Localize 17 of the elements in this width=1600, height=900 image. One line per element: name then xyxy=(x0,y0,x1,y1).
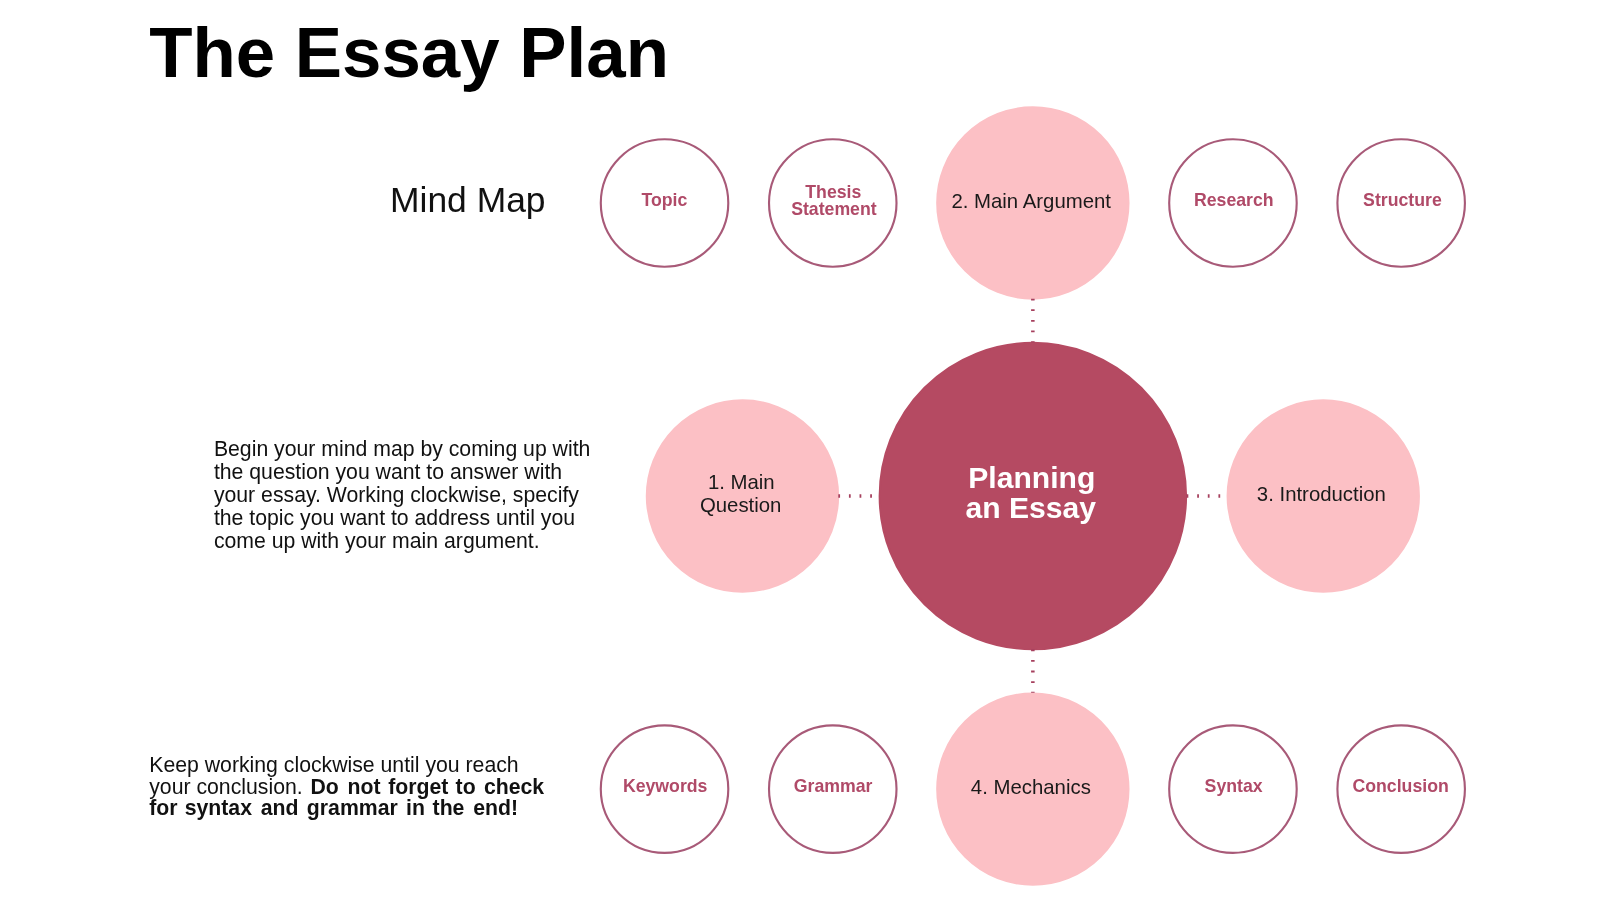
node-circle: Thesis Statement xyxy=(767,138,898,268)
node-circle: Syntax xyxy=(1168,724,1298,854)
node-circle: 1. Main Question xyxy=(645,399,840,593)
node-circle: Keywords xyxy=(599,724,730,854)
node-circle: Conclusion xyxy=(1336,724,1466,854)
node-circle: Planning an Essay xyxy=(878,341,1188,651)
label: Begin your mind map by coming up with the question you want to answer with your essay. Working clockwise, specify the topic you want to address until you come up with your main argument. xyxy=(213,436,591,553)
diagram-title: The Essay Plan xyxy=(149,13,669,93)
node-circle: Topic xyxy=(599,138,730,268)
node-circle: 4. Mechanics xyxy=(936,692,1130,886)
node-circle: 3. Introduction xyxy=(1226,399,1420,593)
label: Keep working clockwise until you reach your conclusion. Do not forget to check for syntax and grammar in the end! xyxy=(149,753,545,820)
node-circle: Research xyxy=(1168,138,1298,268)
node-circle: Grammar xyxy=(767,724,898,854)
node-circle: 2. Main Argument xyxy=(936,106,1130,300)
node-circle: Structure xyxy=(1336,138,1466,268)
label: Mind Map xyxy=(390,179,546,220)
